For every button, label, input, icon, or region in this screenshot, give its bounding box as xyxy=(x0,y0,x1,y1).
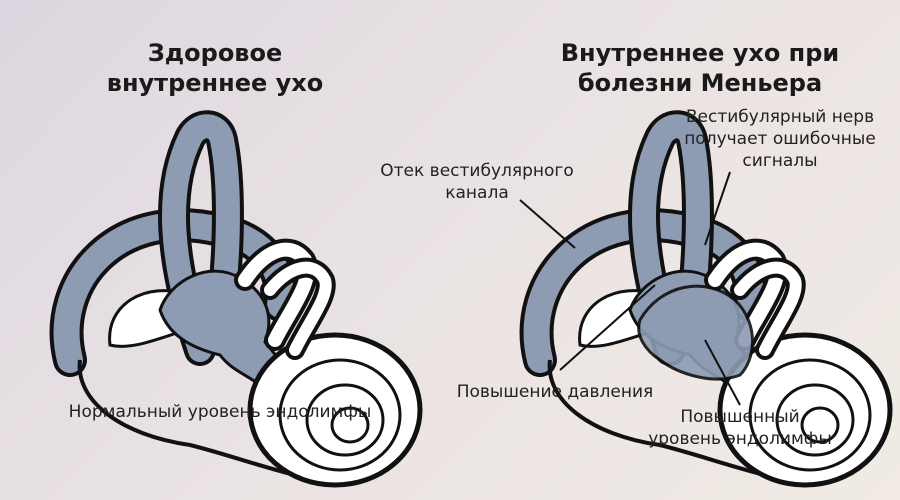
label-canal-edema: Отек вестибулярного канала xyxy=(380,161,574,203)
label-vestibular-nerve: Вестибулярный нерв получает ошибочные си… xyxy=(684,107,876,171)
label-pressure-increase: Повышение давления xyxy=(456,382,654,402)
menieres-inner-ear xyxy=(537,126,890,485)
menieres-ear-title: Внутреннее ухо при болезни Меньера xyxy=(560,39,840,97)
pointer-edema xyxy=(519,199,576,249)
pointer-pressure xyxy=(559,284,656,371)
pointer-nerve xyxy=(704,171,731,246)
pointer-endolymph xyxy=(704,339,741,406)
healthy-ear-title: Здоровое внутреннее ухо xyxy=(106,39,324,97)
healthy-caption: Нормальный уровень эндолимфы xyxy=(68,402,372,422)
label-endolymph-level: Повышенный уровень эндолимфы xyxy=(648,407,832,449)
